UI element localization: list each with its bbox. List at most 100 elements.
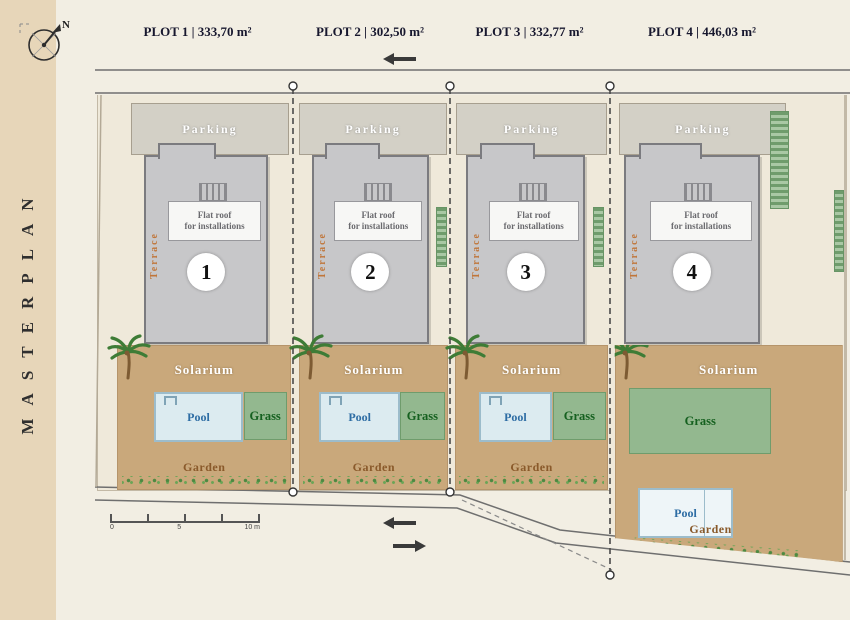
villa-building: Flat roof for installations 2 Terrace [311,143,429,344]
boundary-node [605,570,615,580]
garden-plants [633,537,802,562]
plot-3-header-label: PLOT 3 | 332,77 m² [475,24,584,39]
plot-3: Parking Flat roof for installations 3 Te… [445,95,610,490]
plot-1: Parking Flat roof for installations 1 Te… [100,95,293,490]
plot-4: Parking Flat roof for installations 4 Te… [610,95,845,565]
plot-2: Parking Flat roof for installations 2 Te… [289,95,450,490]
solarium-label: Solarium [344,362,404,377]
garden-plants [458,476,605,487]
scale-bar-line [110,514,260,523]
building-annex [479,143,536,159]
road-direction-arrow-left [383,53,416,65]
palm-tree-icon [107,334,151,380]
garden-label: Garden [510,460,553,474]
yard-area: Solarium Pool Grass Garden [107,334,292,490]
grass-area: Grass [552,392,606,440]
scale-bar-labels: 0 5 10 m [110,524,260,531]
sidebar-band: MASTERPLAN [0,0,56,620]
plot-2-header-label: PLOT 2 | 302,50 m² [316,24,424,39]
villa-building: Flat roof for installations 4 Terrace [624,143,760,344]
boundary-node [288,81,298,91]
hedge-strip [435,207,447,267]
arrow-shaft [394,521,416,525]
garden-label: Garden [352,460,396,474]
terrace-label: Terrace [316,232,328,279]
plot-number-badge: 1 [187,253,226,291]
yard-area: Solarium Pool Grass Garden [289,334,449,490]
solarium-label: Solarium [501,362,562,377]
grass-area: Grass [629,388,772,454]
parking-label: Parking [503,121,560,136]
hedge-strip-right [834,190,844,272]
compass-icon: N [19,19,70,61]
grass-area: Grass [243,392,287,440]
terrace-label: Terrace [471,232,482,279]
plot-1-header-label: PLOT 1 | 333,70 m² [143,24,252,39]
arrow-shaft [394,57,416,61]
compass-north-label: N [62,19,70,31]
pool-label: Pool [674,505,697,520]
flat-roof-label: Flat roof for installations [184,210,245,231]
scale-start-label: 0 [110,524,114,531]
hedge-strip [769,111,789,209]
scale-mid-label: 5 [177,524,182,531]
pool-ladder-icon [329,396,343,405]
grass-label: Grass [249,408,281,423]
diagonal-dashed-boundary [461,499,613,571]
plot-number-badge: 2 [351,253,390,291]
building-annex [639,143,703,159]
pool-ladder-icon [164,396,178,405]
grass-label: Grass [406,408,439,423]
arrow-shaft [393,544,415,548]
arrow-head-icon [415,540,426,552]
solarium-label: Solarium [174,362,234,377]
arrow-head-icon [383,53,394,65]
villa-building: Flat roof for installations 3 Terrace [466,143,586,344]
boundary-node [605,81,615,91]
grass-area: Grass [400,392,445,440]
pool-ladder-icon [488,396,502,405]
yard-area: Solarium Pool Grass Garden [445,334,609,490]
flat-roof-box: Flat roof for installations [649,201,753,241]
stairs-hatch [518,183,547,201]
stairs-hatch [363,183,392,201]
palm-tree-icon [614,345,649,380]
parking-label: Parking [182,121,238,136]
garden-plants [121,476,287,487]
arrow-head-icon [383,517,394,529]
flat-roof-box: Flat roof for installations [334,201,423,241]
garden-label: Garden [689,522,732,536]
scale-end-label: 10 m [244,524,260,531]
scale-bar: 0 5 10 m [110,514,260,531]
building-annex [158,143,217,159]
hedge-strip [592,207,604,267]
yard-area: Solarium Grass Pool Garden [614,345,843,562]
pool-label: Pool [187,409,210,424]
parking-label: Parking [345,121,401,136]
palm-tree-icon [445,334,489,380]
plot-4-header-label: PLOT 4 | 446,03 m² [648,24,756,39]
pool: Pool [478,392,553,442]
flat-roof-box: Flat roof for installations [167,201,262,241]
stairs-hatch [199,183,228,201]
boundary-node [445,81,455,91]
terrace-label: Terrace [629,232,641,279]
pool: Pool [319,392,400,442]
flat-roof-label: Flat roof for installations [671,210,732,231]
palm-tree-icon [289,334,333,380]
terrace-label: Terrace [149,232,161,279]
pool: Pool [154,392,243,442]
grass-label: Grass [684,413,716,428]
garden-plants [303,476,445,487]
masterplan-title: MASTERPLAN [18,185,37,435]
garden-label: Garden [183,460,226,474]
parking-label: Parking [675,121,731,136]
flat-roof-label: Flat roof for installations [503,210,564,231]
road-direction-arrow-right-bottom [393,540,426,552]
road-direction-arrow-left-bottom [383,517,416,529]
plot-number-badge: 3 [506,253,545,291]
pool-label: Pool [504,409,527,424]
pool-label: Pool [348,409,371,424]
stairs-hatch [683,183,712,201]
